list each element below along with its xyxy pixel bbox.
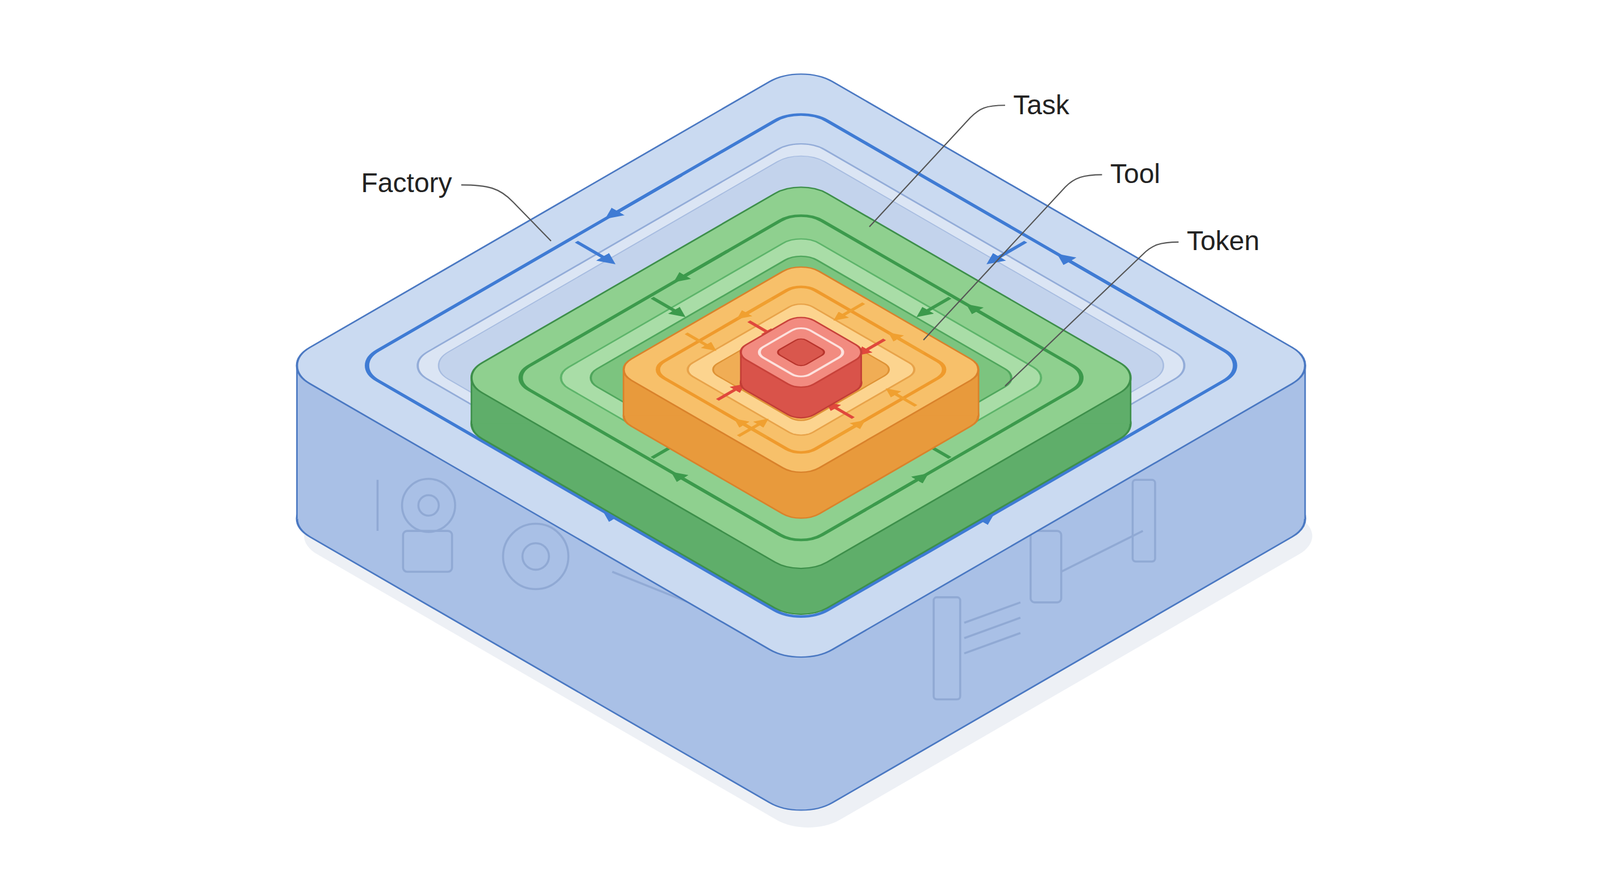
tool-layer xyxy=(613,260,990,525)
flow-arrows xyxy=(623,267,979,473)
factory-layer xyxy=(278,63,1324,822)
task-layer xyxy=(456,178,1147,624)
part-label: Token xyxy=(1186,225,1260,257)
part-label: Factory xyxy=(361,167,453,199)
part-label: Tool xyxy=(1110,157,1161,190)
flow-arrows xyxy=(351,105,1251,625)
token-core xyxy=(732,313,869,423)
flow-arrows xyxy=(665,290,937,448)
leader-lines xyxy=(461,105,1179,386)
part-label: Task xyxy=(1013,89,1070,121)
flow-arrows xyxy=(508,208,1094,547)
